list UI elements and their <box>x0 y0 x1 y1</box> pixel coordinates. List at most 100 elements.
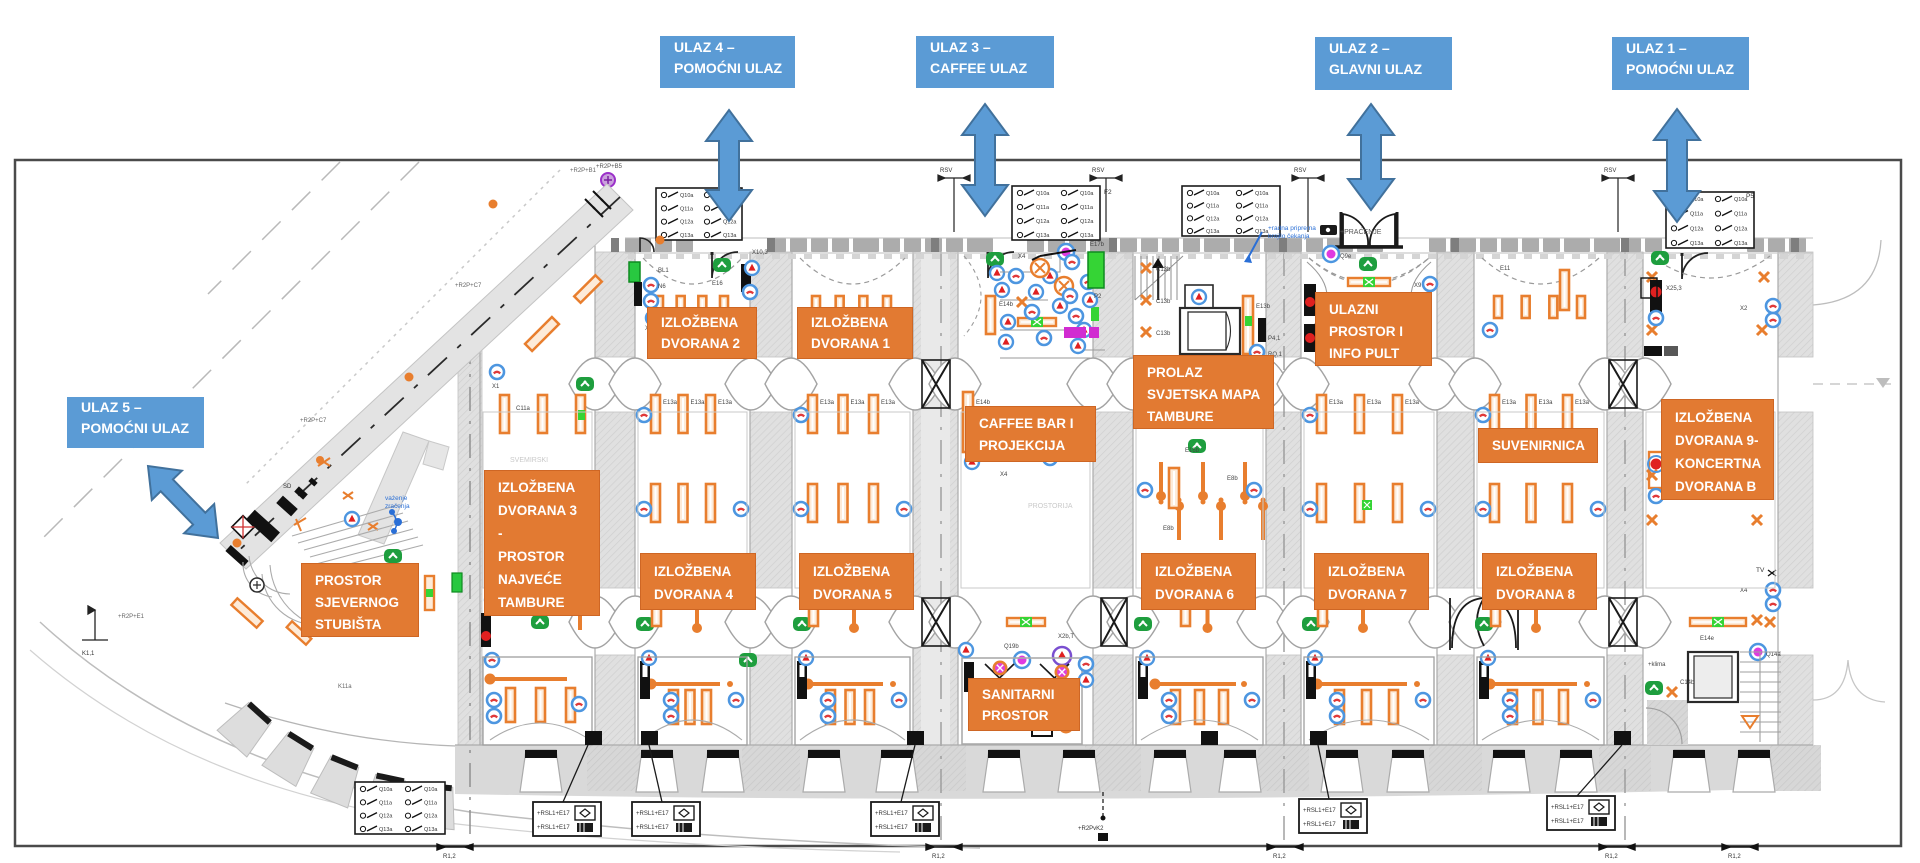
svg-text:C13b: C13b <box>1156 267 1171 273</box>
svg-text:Q10a: Q10a <box>1734 197 1748 203</box>
svg-text:+RSL1+E17: +RSL1+E17 <box>1303 808 1336 814</box>
svg-text:E13a: E13a <box>718 400 733 406</box>
svg-text:Q11a: Q11a <box>424 800 438 806</box>
svg-text:RSV: RSV <box>1294 168 1306 174</box>
svg-text:C11a: C11a <box>516 406 531 412</box>
svg-text:+R2P+C7: +R2P+C7 <box>300 418 327 424</box>
svg-text:Q12a: Q12a <box>1036 219 1050 225</box>
svg-text:K1,1: K1,1 <box>82 651 95 657</box>
svg-text:Q10a: Q10a <box>1080 191 1094 197</box>
svg-text:Q12a: Q12a <box>424 814 438 820</box>
svg-text:+RSL1+E17: +RSL1+E17 <box>636 825 669 831</box>
svg-text:C13b: C13b <box>1156 299 1171 305</box>
svg-text:P5: P5 <box>1746 193 1754 200</box>
svg-text:E16: E16 <box>712 281 723 287</box>
svg-text:Q11a: Q11a <box>1690 212 1704 218</box>
svg-text:RQ,1: RQ,1 <box>1268 352 1283 358</box>
svg-text:X10,3: X10,3 <box>752 250 768 256</box>
svg-text:E13a: E13a <box>691 400 706 406</box>
svg-text:BL1: BL1 <box>658 268 669 274</box>
svg-text:Q13a: Q13a <box>723 233 737 239</box>
svg-text:RSV: RSV <box>1092 168 1104 174</box>
svg-text:Q12a: Q12a <box>1255 216 1269 222</box>
svg-text:E13a: E13a <box>1367 400 1382 406</box>
svg-text:+R2P+B5: +R2P+B5 <box>596 164 623 170</box>
svg-text:brojilo čekanja: brojilo čekanja <box>1268 233 1310 240</box>
svg-text:E13a: E13a <box>851 400 866 406</box>
svg-text:K11a: K11a <box>338 684 352 690</box>
svg-text:X25,3: X25,3 <box>1666 286 1682 292</box>
svg-text:Q12a: Q12a <box>379 814 393 820</box>
svg-text:Q11a: Q11a <box>1734 212 1748 218</box>
svg-text:RSV: RSV <box>1604 168 1616 174</box>
svg-text:RSV: RSV <box>940 168 952 174</box>
svg-text:TV: TV <box>1756 567 1765 574</box>
svg-text:+RSL1+E17: +RSL1+E17 <box>875 825 908 831</box>
svg-text:Q13a: Q13a <box>1690 241 1704 247</box>
svg-text:X2b,T: X2b,T <box>1058 634 1074 640</box>
svg-text:Q9e: Q9e <box>1340 254 1352 260</box>
svg-text:Q13a: Q13a <box>1080 233 1094 239</box>
svg-text:Q11a: Q11a <box>1206 204 1220 210</box>
svg-text:E13a: E13a <box>663 400 678 406</box>
svg-text:SVEMIRSKI: SVEMIRSKI <box>510 457 548 464</box>
svg-text:Q10a: Q10a <box>1690 197 1704 203</box>
svg-text:E17b: E17b <box>1090 242 1105 248</box>
svg-text:Q13a: Q13a <box>424 827 438 833</box>
svg-text:F2: F2 <box>1104 189 1112 196</box>
svg-text:+RSL1+E17: +RSL1+E17 <box>875 811 908 817</box>
svg-text:vażenje: vażenje <box>385 495 408 502</box>
svg-text:X4: X4 <box>1740 588 1748 594</box>
svg-text:P4,1: P4,1 <box>1268 336 1281 342</box>
svg-text:X4: X4 <box>1000 472 1008 478</box>
svg-text:E13a: E13a <box>1575 400 1590 406</box>
svg-text:R1,2: R1,2 <box>443 854 456 860</box>
svg-text:E8b: E8b <box>1227 476 1238 482</box>
svg-text:E13a: E13a <box>1329 400 1344 406</box>
svg-text:+RSL1+E17: +RSL1+E17 <box>1303 822 1336 828</box>
svg-text:SD: SD <box>283 484 292 490</box>
svg-text:X4: X4 <box>1018 254 1026 260</box>
svg-text:+klima: +klima <box>1648 662 1666 668</box>
svg-text:Q13a: Q13a <box>379 827 393 833</box>
svg-text:P2: P2 <box>1094 294 1102 300</box>
svg-text:+R2PvK2: +R2PvK2 <box>1078 826 1104 832</box>
svg-text:Q10a: Q10a <box>1206 191 1220 197</box>
svg-text:Q10a: Q10a <box>1036 191 1050 197</box>
svg-text:X9: X9 <box>1414 283 1422 289</box>
svg-text:Q12a: Q12a <box>1206 216 1220 222</box>
svg-text:zračenja: zračenja <box>385 503 410 510</box>
svg-text:Q11a: Q11a <box>1080 205 1094 211</box>
svg-text:E14e: E14e <box>1700 636 1715 642</box>
svg-text:Q14a: Q14a <box>1766 652 1781 658</box>
svg-text:Q19b: Q19b <box>1004 644 1019 650</box>
svg-text:R1,2: R1,2 <box>1273 854 1286 860</box>
svg-text:Q10a: Q10a <box>680 193 694 199</box>
svg-text:R1,2: R1,2 <box>932 854 945 860</box>
svg-text:+R2P+B1: +R2P+B1 <box>570 168 597 174</box>
svg-text:E13a: E13a <box>820 400 835 406</box>
svg-text:Q12a: Q12a <box>723 220 737 226</box>
svg-text:+R2P+E1: +R2P+E1 <box>118 614 145 620</box>
svg-text:E13a: E13a <box>1405 400 1420 406</box>
svg-text:Q11a: Q11a <box>1255 204 1269 210</box>
svg-text:X2: X2 <box>1740 306 1748 312</box>
svg-text:E14b: E14b <box>999 302 1014 308</box>
svg-text:N6: N6 <box>658 284 666 290</box>
svg-text:E13a: E13a <box>881 400 896 406</box>
svg-text:C14b: C14b <box>1680 680 1695 686</box>
svg-text:Q12a: Q12a <box>1690 226 1704 232</box>
svg-text:+radna priprema: +radna priprema <box>1268 225 1316 232</box>
svg-text:PROSTORIJA: PROSTORIJA <box>1028 503 1073 510</box>
svg-text:Q11a: Q11a <box>379 800 393 806</box>
svg-text:+RSL1+E17: +RSL1+E17 <box>537 811 570 817</box>
svg-text:Q13a: Q13a <box>1206 229 1220 235</box>
svg-text:E13a: E13a <box>1539 400 1554 406</box>
svg-text:+R2P+C7: +R2P+C7 <box>455 283 482 289</box>
svg-text:Q11a: Q11a <box>1036 205 1050 211</box>
svg-text:+RSL1+E17: +RSL1+E17 <box>636 811 669 817</box>
svg-text:Q12a: Q12a <box>680 220 694 226</box>
svg-text:E13b: E13b <box>1256 304 1271 310</box>
svg-text:R1,2: R1,2 <box>1605 854 1618 860</box>
svg-text:C13b: C13b <box>1156 331 1171 337</box>
